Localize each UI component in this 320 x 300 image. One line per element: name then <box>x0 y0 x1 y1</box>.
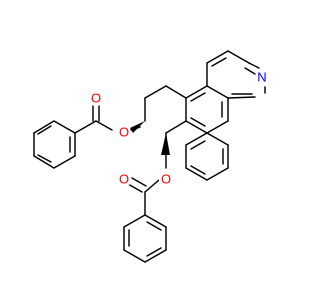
aromatic-inner-bond <box>37 125 52 135</box>
bond <box>144 179 160 193</box>
bond <box>248 62 260 69</box>
upper-benzoyl-ring <box>33 120 76 169</box>
stereo-wedge-bond <box>161 133 170 155</box>
aromatic-inner-bond <box>146 221 162 231</box>
nitrogen-label: N <box>257 69 266 84</box>
oxygen-label: O <box>119 171 129 186</box>
molecular-structure-diagram: N O O O O <box>33 50 269 263</box>
oxygen-label: O <box>161 171 171 186</box>
pyridine-ring <box>206 50 266 99</box>
bond <box>185 120 208 134</box>
upper-ester-group <box>74 105 141 134</box>
bond <box>206 132 229 146</box>
bond <box>123 214 146 228</box>
oxygen-atom-label-ester-lower: O <box>159 171 173 187</box>
bond <box>53 120 76 134</box>
bond <box>144 214 167 228</box>
aromatic-inner-bond <box>146 247 162 257</box>
oxygen-atom-label-ester-upper: O <box>117 124 131 140</box>
aromatic-inner-bond <box>211 57 227 67</box>
oxygen-label: O <box>91 90 101 105</box>
tetrahydro-ring <box>144 85 187 134</box>
double-bond <box>127 183 143 193</box>
double-bond <box>131 177 147 187</box>
bond <box>165 120 187 134</box>
bond <box>185 132 208 146</box>
nitrogen-atom-label: N <box>255 69 269 85</box>
bond <box>144 249 167 263</box>
oxygen-atom-label-carbonyl-lower: O <box>117 171 131 187</box>
bond <box>227 50 250 64</box>
aromatic-inner-bond <box>37 154 52 163</box>
bond <box>206 167 229 181</box>
aromatic-inner-bond <box>190 117 206 127</box>
oxygen-label: O <box>119 124 129 139</box>
bond <box>123 249 146 263</box>
bond <box>227 96 256 99</box>
bond <box>53 155 76 169</box>
oxygen-atom-label-carbonyl-upper: O <box>89 90 103 106</box>
molecule-canvas: N O O O O <box>33 50 269 263</box>
bond <box>185 85 208 99</box>
bond <box>33 155 55 169</box>
central-aromatic-ring <box>185 85 229 134</box>
lower-benzoyl-ring <box>123 214 167 263</box>
bond <box>95 120 113 131</box>
lower-aromatic-ring <box>185 132 229 181</box>
bond <box>185 167 208 181</box>
bond <box>206 85 229 99</box>
bond <box>165 85 187 99</box>
aromatic-inner-bond <box>190 165 206 175</box>
bond <box>33 120 55 134</box>
aromatic-inner-bond <box>244 67 256 75</box>
bond <box>144 85 167 99</box>
aromatic-inner-bond <box>190 92 206 102</box>
stereo-wedge-bond <box>130 121 145 133</box>
bond <box>74 120 97 134</box>
bond <box>206 50 229 64</box>
aromatic-inner-bond <box>190 140 206 150</box>
bond <box>206 120 229 134</box>
